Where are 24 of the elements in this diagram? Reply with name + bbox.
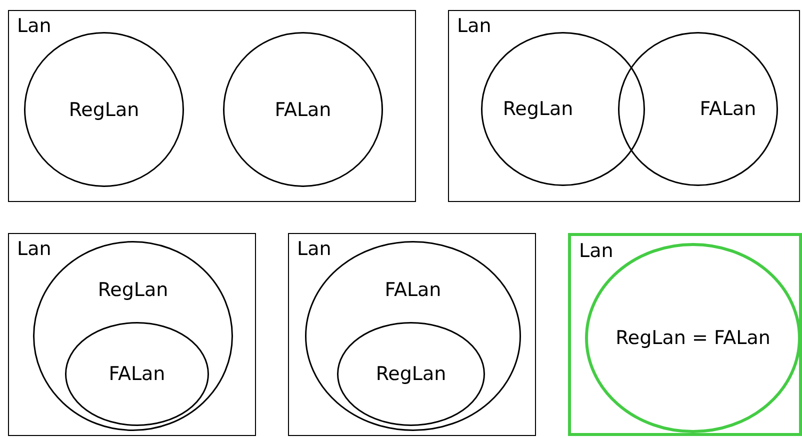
set-label: RegLan xyxy=(68,98,140,120)
set-frame xyxy=(448,10,800,202)
set-label: FALan xyxy=(274,98,332,120)
set-ellipse xyxy=(337,322,485,426)
set-frame xyxy=(8,233,256,436)
universe-label: Lan xyxy=(457,15,492,37)
set-label: RegLan xyxy=(98,279,168,301)
set-ellipse xyxy=(65,322,209,426)
universe-label: Lan xyxy=(579,240,614,262)
set-label: FALan xyxy=(700,98,756,120)
set-frame xyxy=(288,233,536,436)
set-ellipse xyxy=(223,32,383,187)
set-ellipse xyxy=(481,32,645,186)
universe-label: Lan xyxy=(17,15,52,37)
set-label: RegLan xyxy=(376,363,446,385)
set-label: RegLan = FALan xyxy=(616,327,770,349)
set-ellipse xyxy=(618,32,778,186)
set-label: FALan xyxy=(384,279,442,301)
universe-label: Lan xyxy=(297,238,332,260)
universe-label: Lan xyxy=(17,238,52,260)
set-label: RegLan xyxy=(502,98,574,120)
set-frame xyxy=(8,10,416,202)
set-ellipse xyxy=(24,32,184,187)
set-label: FALan xyxy=(108,363,166,385)
